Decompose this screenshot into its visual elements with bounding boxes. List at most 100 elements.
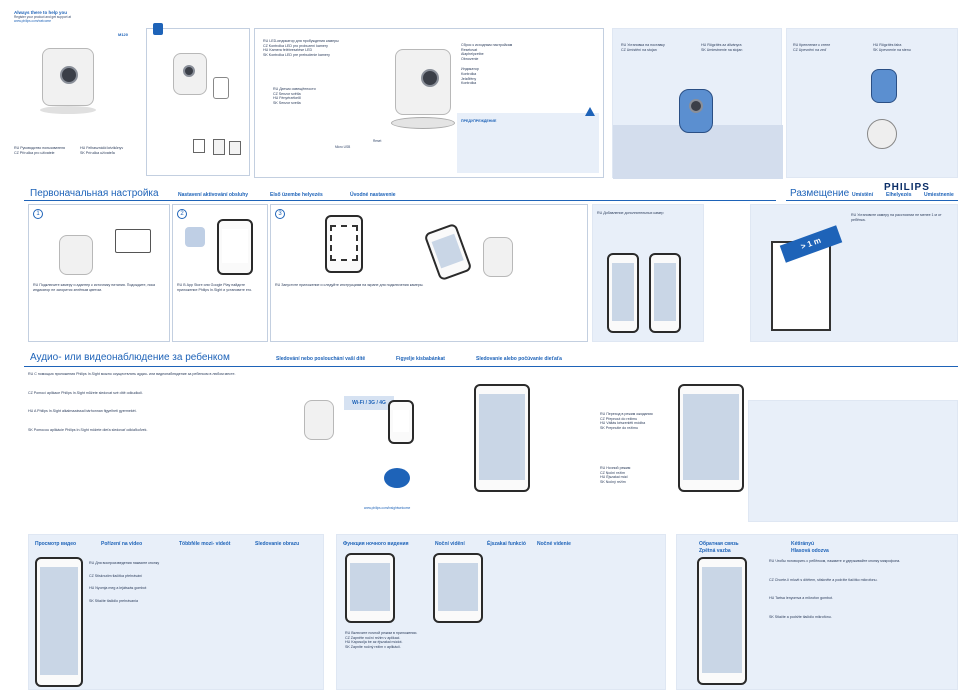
warning-box: ПРЕДУПРЕЖДЕНИЕ [457,107,599,173]
stand-cz: CZ Umístění na stojan [621,47,657,52]
stand-camera-lens [689,99,703,113]
brand-logo: PHILIPS [884,182,930,193]
setup-sub-sk: Úvodné nastavenie [350,192,396,198]
sensor-sk: SK Senzor svetla [273,100,301,105]
app-icon [185,227,205,247]
placement-sub-hu: Elhelyezés [886,192,912,198]
step-2-number: 2 [177,209,187,219]
reset-line-cz: Resetovat [461,47,478,52]
wall-mount-bracket [867,119,897,149]
reset-line-hu: Alaphelyzetbe [461,52,484,57]
p3-hu: HU Tartsa lenyomva a mikrofon gombot. [769,596,834,601]
setup-add-camera: RU Добавление дополнительных камер [592,204,704,342]
warning-title: ПРЕДУПРЕЖДЕНИЕ [461,119,497,123]
p1-title-cz: Pořízení na video [101,541,143,547]
p2-phone-2 [433,553,483,623]
reset-line-sk: Obnovenie [461,56,479,61]
mode-sk: SK Prepnutie do režimu [600,425,638,430]
phone-landscape [678,384,744,492]
night-sk: SK Nočný režim [600,479,626,484]
p3-ru: RU Чтобы поговорить с ребёнком, нажмите … [769,559,901,563]
camera-lens-large [421,69,439,87]
product-overview-panel: Always there to help you Register your p… [14,10,152,182]
led-line-cz: Kontrolka [461,71,477,76]
setup-sub-hu: Első üzembe helyezés [270,192,323,198]
phone-pairing [423,222,473,282]
wall-cz: CZ Upevnění na zeď [793,47,827,52]
mode-cz: CZ Přepnout do režimu [600,416,638,421]
camera-details-panel: RU LED-индикатор для пробуждения камеры … [254,28,604,178]
setup-step-3: 3 RU Запустите приложение и следуйте инс… [270,204,588,342]
p2-title-hu: Éjszakai funkció [487,541,526,547]
night-vision-panel: Функция ночного видения Noční vidění Éjs… [336,534,666,690]
box-icon [153,23,163,35]
p3-title-hu: Kétirányú [791,541,815,547]
user-icon [384,468,410,488]
camera-on-wall [871,69,897,103]
stand-mount-panel: RU Установка на поставку CZ Umístění na … [612,28,783,179]
night-cz: CZ Noční režim [600,470,625,475]
sensor-cz: CZ Senzor světla [273,91,301,96]
av-hu: HU A Philips In.Sight alkalmazással bárh… [28,409,137,414]
av-sub-hu: Figyelje kisbabánkat [396,356,445,362]
stand-sk: SK Umiestnenie na stojan [701,47,743,52]
av-intro-panel: RU С помощью приложения Philips In.Sight… [28,372,290,522]
setup-sub-cz: Nastavení aktivování obsluhy [178,192,249,198]
phone-qr-code [325,215,363,273]
table-surface [613,125,783,179]
p3-cz: CZ Chcete-li mluvit s dítětem, stiskněte… [769,577,878,582]
sensor-ru: RU Датчик освещённости [273,87,316,91]
micro-usb-label: Micro USB [335,145,351,149]
setup-title: Первоначальная настройка [30,188,159,199]
setup-step-2: 2 RU В App Store или Google Play найдите… [172,204,268,342]
p1-cz: CZ Stisknutím tlačítka přehrávání [89,573,143,578]
av-cz: CZ Pomocí aplikace Philips In.Sight může… [28,390,143,395]
p1-title-sk: Sledovanie obrazu [255,541,300,547]
p2-title-ru: Функция ночного видения [343,541,409,547]
p3-title-ru: Обратная связь [699,541,739,547]
led-line-ru: Индикатор [461,67,479,72]
label-sk: SK Príručka užívateľa [80,150,115,155]
av-sk: SK Pomocou aplikácie Philips In.Sight mô… [28,427,148,432]
p2-sk: SK Zapnite nočný režim v aplikácii. [345,644,401,649]
placement-sub-sk: Umiestnenie [924,192,954,198]
led-cz: CZ Kontrolka LED pro probuzení kamery [263,43,328,48]
camera-lens [60,66,78,84]
mode-ru: RU Переход в режим ожидания [600,412,653,416]
network-badge: Wi-Fi / 3G / 4G [344,396,394,410]
placement-sub-cz: Umístění [852,192,874,198]
led-ru: RU LED-индикатор для пробуждения камеры [263,39,339,43]
reset-line-ru: Сброс к исходным настройкам [461,43,513,47]
label-ru: RU Руководство пользователя [14,146,65,150]
stand-ru: RU Установка на поставку [621,43,665,47]
phone-add-camera-1 [607,253,639,333]
phone-add-camera-2 [649,253,681,333]
setup-step-1: 1 RU Подключите камеру и адаптер к источ… [28,204,170,342]
reset-label: Reset [373,139,382,143]
step-3-camera [483,237,513,277]
step-3-text: RU Запустите приложение и следуйте инстр… [275,283,424,287]
p2-hu: HU Kapcsolja be az éjszakai módot. [345,640,403,645]
step-1-text: RU Подключите камеру и адаптер к источни… [33,283,156,292]
av-ru: RU С помощью приложения Philips In.Sight… [28,372,236,376]
p3-title-cz: Zpětná vazba [699,548,731,554]
phone-app-store [217,219,253,275]
av-diagram-panel: Wi-Fi / 3G / 4G www.philips.com/insightw… [292,372,444,522]
p2-title-cz: Noční vidění [435,541,465,547]
p2-cz: CZ Zapněte noční režim v aplikaci. [345,635,401,640]
warning-icon [585,107,595,116]
tagline-1: Always there to help you [14,10,68,15]
support-url[interactable]: www.philips.com/insightwelcome [364,506,411,510]
p1-ru: RU Для воспроизведения нажмите кнопку [89,561,160,565]
setup-divider [24,200,776,201]
p3-phone [697,557,747,685]
tagline-2: Register your product and get support at [14,15,72,19]
p1-sk: SK Stlačte tlačidlo prehrávania [89,598,138,603]
placement-title: Размещение [790,188,850,199]
p1-hu: HU Nyomja meg a lejátszás gombot [89,586,147,591]
tagline-3[interactable]: www.philips.com/welcome [14,19,52,23]
talk-back-panel: Обратная связь Zpětná vazba Kétirányú Hl… [676,534,958,690]
av-small-phone [388,400,414,444]
camera-base [40,106,96,114]
p1-title-ru: Просмотр видео [35,541,77,547]
